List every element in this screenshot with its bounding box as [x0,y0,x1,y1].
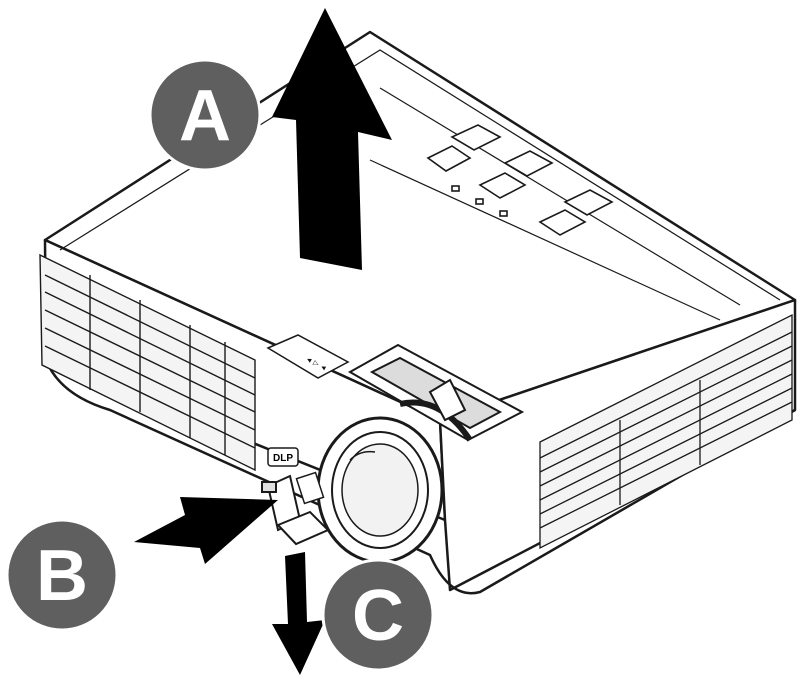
callout-b: B [5,518,119,632]
control-button-menu [426,145,472,172]
control-button-top [450,124,502,151]
control-button-upper-middle [503,150,554,177]
arrow-a-up [272,8,392,270]
control-button-right [563,189,614,216]
elevator-release-button [261,481,277,493]
svg-text:B: B [36,536,88,616]
arrow-b-push [134,497,278,564]
elevator-foot [261,474,330,546]
svg-text:DLP: DLP [273,453,293,464]
indicator-light-1 [451,185,460,192]
callout-a: A [148,58,262,172]
control-panel [426,124,614,236]
control-button-center [478,172,527,199]
indicator-light-2 [475,198,484,205]
svg-text:C: C [352,576,404,656]
elevator-foot-pad [276,510,330,546]
control-button-lower [538,209,587,236]
zoom-focus-label-plate: ◄ ▷ ◄ [266,334,350,379]
top-groove-line [59,49,781,301]
left-vent-grille [39,253,256,472]
arrow-c-down [272,552,325,675]
dlp-logo: DLP [267,447,299,467]
callout-c: C [321,558,435,672]
ir-sensor-window [295,471,325,505]
right-vent-grille [539,313,793,550]
top-groove-line-2 [379,87,741,306]
indicator-light-3 [499,210,508,217]
zoom-slider-indicator [428,378,467,422]
zoom-focus-window [347,343,525,442]
top-groove-line-3 [369,159,721,321]
svg-text:A: A [179,76,231,156]
projection-lens [316,416,444,564]
